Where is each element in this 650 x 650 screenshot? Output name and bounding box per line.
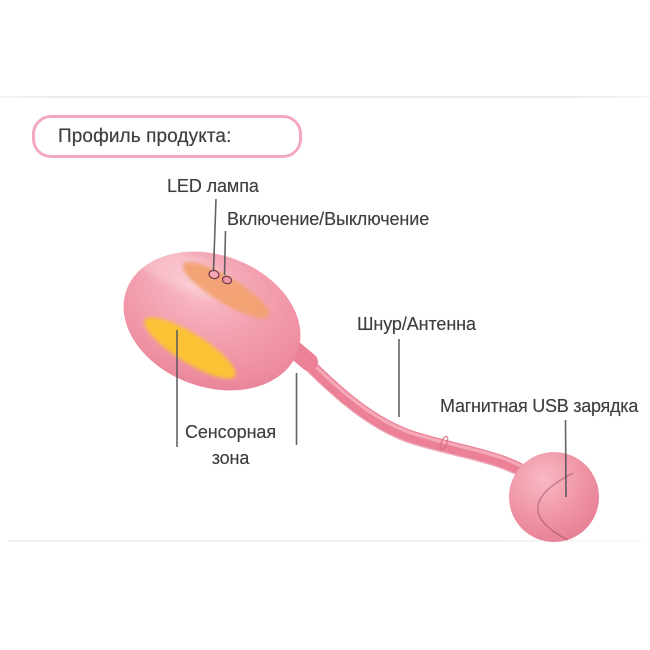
leader-led [212,198,217,272]
page-title: Профиль продукта: [58,125,232,147]
charging-ball [509,452,599,542]
charging-contact-arc [537,472,574,541]
callout-sensor-zone-line1: Сенсорная [185,422,276,442]
cord-highlight [292,343,537,477]
cord-joint-ring [439,435,449,451]
cord-antenna [287,342,540,484]
product-profile-title-box: Профиль продукта: [32,115,302,158]
glow-patch-top [182,261,270,319]
power-button [221,275,233,285]
callout-power-onoff-label: Включение/Выключение [227,209,430,229]
callout-led-lamp-label: LED лампа [167,176,259,196]
leader-power [223,230,227,276]
callout-sensor-zone-label: Сенсорная зона [158,419,303,471]
leader-usb [564,419,567,498]
callout-cord-antenna-label: Шнур/Антенна [357,314,476,334]
led-indicator [208,269,220,280]
callout-sensor-zone-line2: зона [211,448,250,468]
sensor-zone-patch [144,317,236,379]
egg-body [123,251,301,391]
callout-magnetic-usb-label: Магнитная USB зарядка [440,396,639,416]
